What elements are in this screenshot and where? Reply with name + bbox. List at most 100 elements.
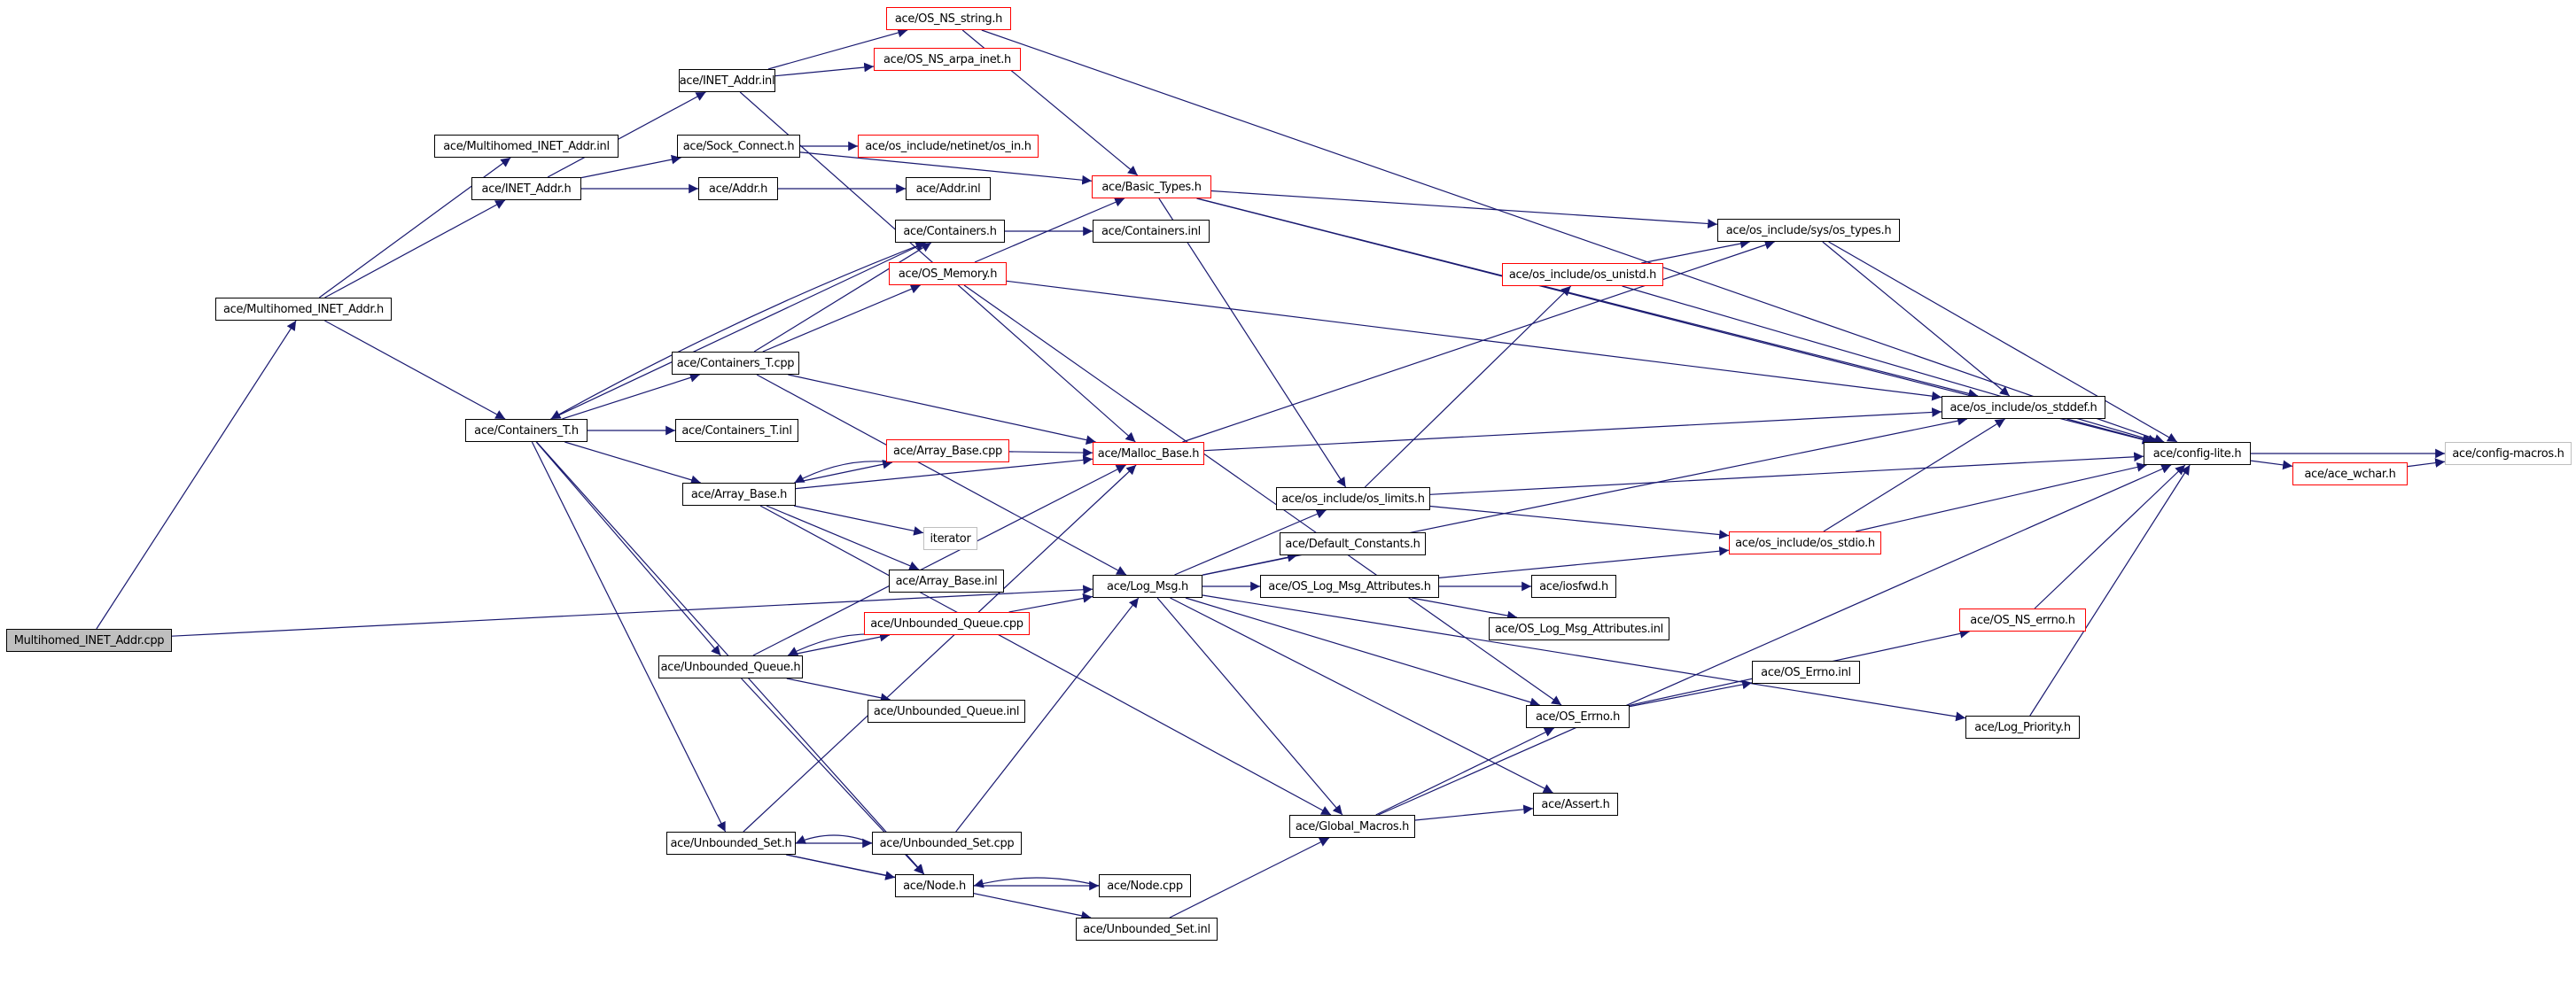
node-ace-os-include-os-stddef-h[interactable]: ace/os_include/os_stddef.h	[1942, 396, 2105, 419]
node-ace-ace-wchar-h[interactable]: ace/ace_wchar.h	[2292, 462, 2408, 485]
node-ace-containers-t-inl[interactable]: ace/Containers_T.inl	[675, 419, 798, 442]
edge-root-to-logmsg	[171, 585, 1093, 637]
node-ace-os-log-msg-attributes-inl[interactable]: ace/OS_Log_Msg_Attributes.inl	[1489, 617, 1669, 640]
node-ace-sock-connect-h[interactable]: ace/Sock_Connect.h	[677, 135, 800, 158]
node-ace-array-base-inl[interactable]: ace/Array_Base.inl	[889, 570, 1004, 593]
edge-contT_h-to-uq_h	[535, 441, 721, 656]
node-ace-addr-h[interactable]: ace/Addr.h	[698, 177, 778, 200]
node-ace-containers-inl[interactable]: ace/Containers.inl	[1093, 220, 1210, 243]
edge-contT_h-to-us_h	[531, 441, 727, 833]
node-ace-node-h[interactable]: ace/Node.h	[895, 874, 974, 897]
edge-contT_cpp-to-cont_h	[753, 242, 932, 353]
node-ace-unbounded-set-cpp[interactable]: ace/Unbounded_Set.cpp	[872, 832, 1022, 855]
node-ace-config-lite-h[interactable]: ace/config-lite.h	[2144, 442, 2251, 465]
node-ace-default-constants-h[interactable]: ace/Default_Constants.h	[1280, 532, 1426, 555]
edge-logmsg-to-errno_h	[1185, 597, 1540, 708]
node-multihomed-inet-addr-cpp: Multihomed_INET_Addr.cpp	[6, 629, 172, 652]
edge-contT_h-to-cont_h	[550, 242, 926, 420]
node-ace-multihomed-inet-addr-h[interactable]: ace/Multihomed_INET_Addr.h	[215, 298, 392, 321]
node-ace-os-ns-string-h[interactable]: ace/OS_NS_string.h	[886, 7, 1011, 30]
node-ace-unbounded-queue-h[interactable]: ace/Unbounded_Queue.h	[658, 655, 803, 678]
node-ace-os-ns-arpa-inet-h[interactable]: ace/OS_NS_arpa_inet.h	[874, 48, 1021, 71]
edge-inet_h-to-inet_inl	[547, 91, 706, 178]
edge-types-to-stddef	[1822, 241, 2011, 397]
node-ace-addr-inl[interactable]: ace/Addr.inl	[906, 177, 991, 200]
edge-mh_h-to-contT_h	[324, 320, 506, 420]
node-ace-array-base-h[interactable]: ace/Array_Base.h	[682, 483, 796, 506]
edge-limits-to-cfglite	[1429, 452, 2144, 495]
edge-basic-to-types	[1210, 190, 1718, 229]
edge-mh_h-to-mh_inl	[318, 157, 511, 298]
node-ace-unbounded-queue-cpp[interactable]: ace/Unbounded_Queue.cpp	[864, 612, 1030, 635]
edge-osmem-to-stddef	[1006, 280, 1942, 401]
node-ace-os-include-os-stdio-h[interactable]: ace/os_include/os_stdio.h	[1729, 531, 1881, 554]
edge-inet_h-to-sock	[580, 154, 681, 179]
node-ace-array-base-cpp[interactable]: ace/Array_Base.cpp	[886, 439, 1009, 462]
edge-stdio-to-cfglite	[1855, 462, 2147, 532]
node-ace-os-errno-h[interactable]: ace/OS_Errno.h	[1526, 705, 1630, 728]
edge-olma_h-to-olma_inl	[1411, 597, 1518, 621]
edge-ab_h-to-ab_cpp	[794, 459, 893, 484]
node-ace-inet-addr-inl[interactable]: ace/INET_Addr.inl	[679, 69, 775, 92]
node-ace-os-errno-inl[interactable]: ace/OS_Errno.inl	[1752, 661, 1860, 684]
edge-logmsg-to-assert	[1170, 597, 1553, 794]
node-ace-containers-h[interactable]: ace/Containers.h	[895, 220, 1005, 243]
edge-uq_h-to-malloc	[752, 464, 1126, 656]
edge-uq_h-to-uq_cpp	[788, 632, 890, 656]
edge-stdio-to-stddef	[1823, 418, 2005, 532]
node-ace-log-priority-h[interactable]: ace/Log_Priority.h	[1965, 716, 2080, 739]
edge-us_cpp-to-us_h	[795, 834, 873, 844]
edge-us_inl-to-gmacros	[1169, 837, 1330, 919]
node-ace-config-macros-h: ace/config-macros.h	[2445, 442, 2572, 465]
edge-gmacros-to-errno_h	[1375, 727, 1555, 816]
node-ace-os-memory-h[interactable]: ace/OS_Memory.h	[889, 262, 1007, 285]
edge-osmem-to-basic	[974, 198, 1125, 263]
node-ace-os-include-os-limits-h[interactable]: ace/os_include/os_limits.h	[1276, 487, 1430, 510]
edge-sock-to-basic	[799, 151, 1093, 185]
edge-osmem-to-errno_h	[963, 284, 1562, 706]
node-ace-multihomed-inet-addr-inl[interactable]: ace/Multihomed_INET_Addr.inl	[434, 135, 619, 158]
node-ace-node-cpp[interactable]: ace/Node.cpp	[1099, 874, 1191, 897]
edge-logmsg-to-limits	[1174, 509, 1327, 576]
edge-inet_inl-to-ns_arpa	[774, 62, 875, 77]
edge-node_cpp-to-node_h	[973, 877, 1100, 888]
node-ace-basic-types-h[interactable]: ace/Basic_Types.h	[1092, 175, 1211, 198]
node-ace-global-macros-h[interactable]: ace/Global_Macros.h	[1289, 815, 1415, 838]
node-ace-inet-addr-h[interactable]: ace/INET_Addr.h	[471, 177, 581, 200]
node-ace-containers-t-cpp[interactable]: ace/Containers_T.cpp	[672, 352, 799, 375]
node-ace-os-ns-errno-h[interactable]: ace/OS_NS_errno.h	[1959, 609, 2086, 632]
edge-olma_h-to-stdio	[1438, 546, 1730, 578]
edge-us_h-to-malloc	[743, 464, 1137, 833]
edge-ns_string-to-cfglite	[981, 29, 2165, 444]
node-ace-unbounded-queue-inl[interactable]: ace/Unbounded_Queue.inl	[868, 700, 1025, 723]
edge-gmacros-to-cfglite	[1378, 464, 2172, 816]
node-ace-os-include-sys-os-types-h[interactable]: ace/os_include/sys/os_types.h	[1717, 219, 1900, 242]
edge-contT_h-to-contT_cpp	[562, 373, 700, 420]
edge-stddef-to-cfglite	[2066, 418, 2154, 445]
edge-types-to-cfglite	[1828, 241, 2178, 443]
node-ace-iosfwd-h[interactable]: ace/iosfwd.h	[1531, 575, 1616, 598]
node-ace-assert-h[interactable]: ace/Assert.h	[1533, 793, 1618, 816]
node-ace-os-log-msg-attributes-h[interactable]: ace/OS_Log_Msg_Attributes.h	[1260, 575, 1439, 598]
edge-malloc-to-stddef	[1203, 407, 1942, 452]
edge-cont_h-to-contT_h	[550, 242, 926, 420]
node-ace-os-include-os-unistd-h[interactable]: ace/os_include/os_unistd.h	[1502, 263, 1663, 286]
edge-uq_cpp-to-logmsg	[1008, 593, 1093, 613]
edge-logprio-to-cfglite	[2029, 464, 2191, 717]
edge-cfglite-to-wchar	[2250, 460, 2293, 470]
node-ace-containers-t-h[interactable]: ace/Containers_T.h	[465, 419, 588, 442]
edge-ab_h-to-iterator	[793, 505, 924, 536]
edge-contT_cpp-to-malloc	[788, 374, 1096, 445]
node-ace-os-include-netinet-os-in-h[interactable]: ace/os_include/netinet/os_in.h	[858, 135, 1039, 158]
node-ace-log-msg-h[interactable]: ace/Log_Msg.h	[1093, 575, 1202, 598]
edge-logmsg-to-logprio	[1202, 594, 1966, 722]
edge-malloc-to-types	[1182, 240, 1775, 443]
edge-basic-to-stddef	[1196, 198, 1979, 399]
node-ace-unbounded-set-h[interactable]: ace/Unbounded_Set.h	[666, 832, 796, 855]
edge-inet_inl-to-ns_string	[767, 27, 908, 70]
node-ace-unbounded-set-inl[interactable]: ace/Unbounded_Set.inl	[1076, 918, 1218, 941]
node-ace-malloc-base-h[interactable]: ace/Malloc_Base.h	[1093, 442, 1204, 465]
edge-unistd-to-cfglite	[1622, 285, 2159, 445]
edge-ab_h-to-gmacros	[759, 505, 1332, 816]
